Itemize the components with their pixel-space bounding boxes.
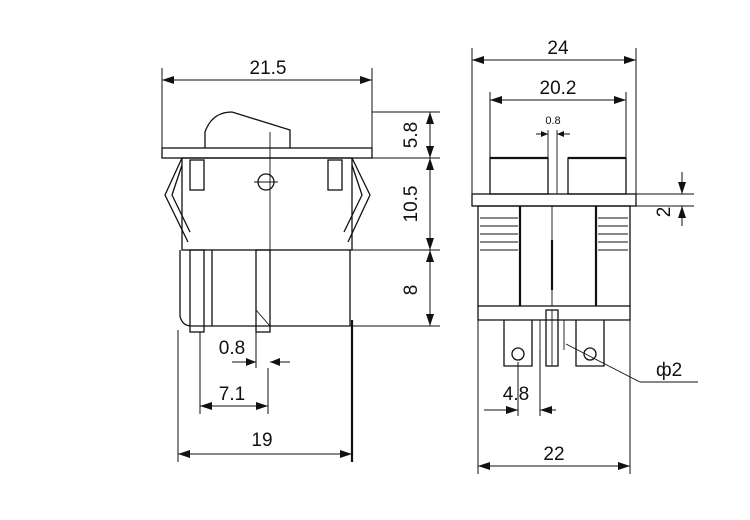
dim-base-width: 22 [477, 320, 631, 474]
terminal-left [189, 249, 205, 333]
terminal-center [255, 249, 271, 333]
cap-right [567, 157, 627, 195]
label-gap: 0.8 [545, 115, 560, 127]
switch-body [181, 157, 353, 251]
label-terminal-thickness: 0.8 [219, 338, 245, 359]
label-base-width: 22 [543, 444, 564, 465]
label-terminal-pitch: 4.8 [503, 384, 529, 405]
left-latch [164, 157, 191, 243]
front-view [471, 130, 637, 367]
label-bottom-width: 19 [251, 430, 272, 451]
dim-inner-width: 20.2 [489, 78, 627, 158]
dim-terminal-pitch: 4.8 [484, 350, 556, 416]
terminal-b [575, 320, 605, 367]
side-view [161, 111, 373, 462]
label-front-width: 24 [547, 38, 569, 59]
label-flange-thickness: 2 [654, 207, 675, 218]
terminal-a-hole [511, 347, 525, 361]
dim-bottom-width: 19 [177, 330, 352, 462]
label-body-height: 10.5 [401, 186, 422, 223]
top-plate [161, 147, 373, 159]
dim-side-width: 21.5 [161, 58, 373, 148]
label-side-width: 21.5 [250, 58, 287, 79]
lower-body [477, 205, 631, 307]
terminal-b-hole [583, 347, 597, 361]
dim-terminal-offset: 7.1 [199, 332, 269, 414]
label-inner-width: 20.2 [540, 78, 577, 99]
terminal-a [503, 320, 533, 367]
dim-gap: 0.8 [536, 115, 570, 137]
dim-front-width: 24 [471, 38, 637, 194]
cap-left [489, 157, 549, 195]
flange [471, 193, 637, 207]
right-latch [343, 157, 371, 243]
dim-vertical-stack: 5.8 10.5 8 [350, 111, 440, 327]
dim-hole-diameter: ф2 [565, 343, 698, 383]
rocker-cap [204, 111, 291, 148]
dim-flange-thickness: 2 [636, 172, 694, 226]
dim-terminal-thickness: 0.8 [219, 332, 290, 368]
label-terminal-length: 8 [401, 285, 422, 296]
label-terminal-offset: 7.1 [219, 384, 245, 405]
label-hole-diameter: ф2 [656, 360, 682, 381]
label-rocker-height: 5.8 [401, 122, 422, 148]
bottom-housing [179, 250, 351, 327]
